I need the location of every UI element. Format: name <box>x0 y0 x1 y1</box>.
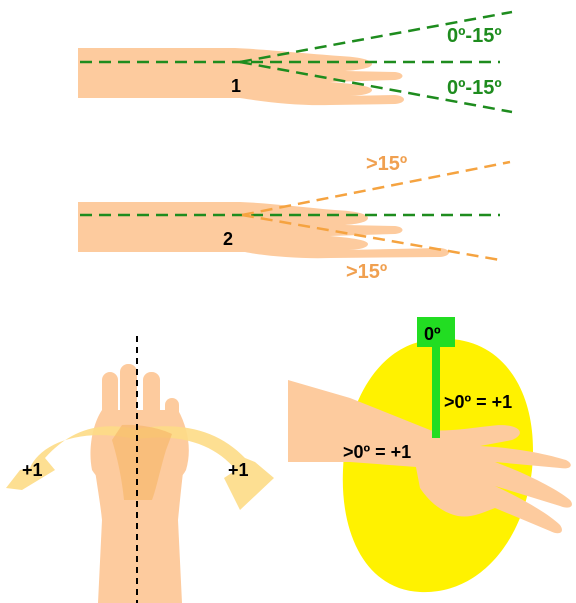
finger-index <box>102 372 118 442</box>
curved-arrow-right <box>130 426 274 510</box>
panel-2-excess-deviation: 2 >15º >15º <box>78 153 511 283</box>
curved-arrow-left <box>6 426 140 490</box>
angle-label-upper-2: >15º <box>366 153 407 175</box>
lower-excess-line-2 <box>241 213 501 262</box>
panel-3-hand-front: +1 +1 <box>6 336 274 603</box>
hand-side <box>415 425 572 534</box>
angle-label-lower-2: >15º <box>346 261 387 283</box>
upper-limit-line-1 <box>239 10 513 64</box>
panel-4-hand-side: 0º >0º = +1 >0º = +1 <box>288 317 572 593</box>
panel-1-normal-deviation: 1 0º-15º 0º-15º <box>78 10 513 114</box>
upper-excess-line-2 <box>241 160 511 217</box>
score-label-upper-side: >0º = +1 <box>444 392 512 412</box>
angle-label-lower-1: 0º-15º <box>447 77 502 99</box>
lower-limit-line-1 <box>239 60 513 114</box>
green-vertical-rule <box>432 342 440 438</box>
score-label-lower-side: >0º = +1 <box>343 442 411 462</box>
zero-degree-box <box>417 317 455 347</box>
angle-label-upper-1: 0º-15º <box>447 25 502 47</box>
forearm-side <box>288 380 430 468</box>
score-label-right: +1 <box>228 460 249 480</box>
score-label-left: +1 <box>22 460 43 480</box>
panel-2-number: 2 <box>223 229 233 249</box>
finger-middle <box>120 364 137 442</box>
forearm-front <box>93 455 185 603</box>
finger-ring <box>143 372 160 442</box>
zero-degree-label: 0º <box>424 324 441 344</box>
panel-1-number: 1 <box>231 76 241 96</box>
arrow-overlap <box>112 424 172 500</box>
